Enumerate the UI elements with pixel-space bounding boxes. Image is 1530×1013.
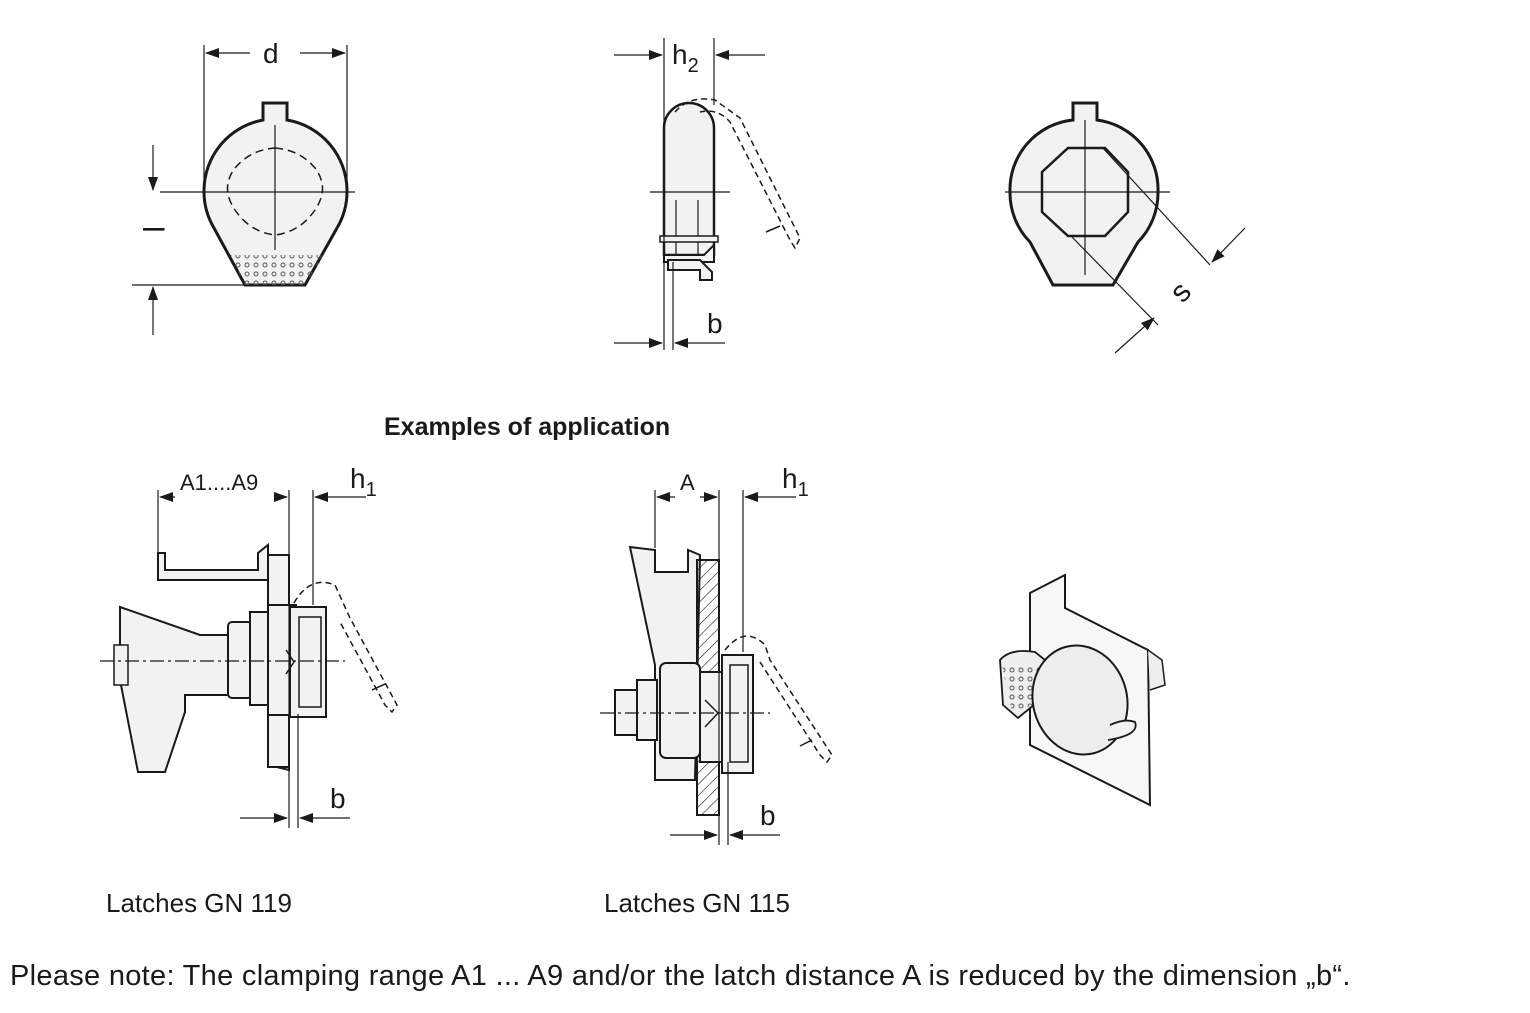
dim-label-s: s [1163, 276, 1198, 309]
caption-gn119: Latches GN 119 [106, 888, 292, 918]
dim-label-l: l [136, 226, 169, 233]
dim-label-h2: h2 [672, 39, 699, 77]
dim-label-b-top: b [707, 308, 723, 339]
footnote: Please note: The clamping range A1 ... A… [10, 960, 1351, 992]
front-view-d-l [132, 45, 355, 335]
isometric-illustration [999, 573, 1166, 807]
application-gn119 [100, 490, 398, 828]
caption-gn115: Latches GN 115 [604, 888, 790, 918]
front-view-s [1005, 101, 1246, 354]
dim-label-h1-gn115: h1 [782, 463, 809, 501]
dim-label-b-gn119: b [330, 783, 346, 814]
dim-label-h1-gn119: h1 [350, 463, 377, 501]
dim-label-a: A [680, 470, 695, 495]
side-view-h2-b [614, 38, 801, 350]
section-heading: Examples of application [384, 413, 671, 441]
application-gn115 [600, 490, 833, 845]
dim-label-d: d [263, 38, 279, 69]
dim-label-b-gn115: b [760, 800, 776, 831]
dim-label-a-range: A1....A9 [180, 470, 258, 495]
